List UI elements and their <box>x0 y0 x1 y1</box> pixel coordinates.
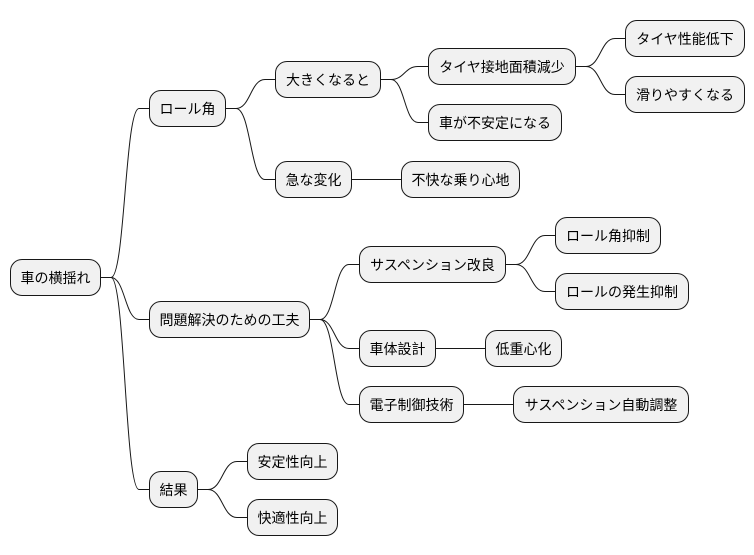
edge-n1-n1a <box>226 79 275 109</box>
node-sudden-change[interactable]: 急な変化 <box>275 161 352 198</box>
edge-root-n2 <box>101 277 149 320</box>
node-low-center-of-gravity[interactable]: 低重心化 <box>485 330 562 367</box>
edge-n2-n2b <box>310 319 359 349</box>
node-label: ロール角抑制 <box>566 228 650 245</box>
node-suspension-improvement[interactable]: サスペンション改良 <box>359 246 506 283</box>
node-uncomfortable-ride[interactable]: 不快な乗り心地 <box>401 161 520 198</box>
node-auto-suspension-adjust[interactable]: サスペンション自動調整 <box>513 386 689 423</box>
node-label: 滑りやすくなる <box>636 87 734 104</box>
node-tire-contact-decrease[interactable]: タイヤ接地面積減少 <box>428 48 576 85</box>
node-slippery[interactable]: 滑りやすくなる <box>625 76 745 113</box>
node-electronic-control[interactable]: 電子制御技術 <box>359 386 464 423</box>
edge-root-n3 <box>101 277 149 490</box>
edge-n1a-n1a2 <box>381 79 428 123</box>
node-label: ロール角 <box>159 101 216 118</box>
edge-n1a1-n1a1b <box>576 66 625 95</box>
node-label: 車が不安定になる <box>439 115 551 132</box>
node-label: タイヤ性能低下 <box>636 31 734 48</box>
edge-n2a-n2a2 <box>506 264 555 292</box>
node-comfort-improvement[interactable]: 快適性向上 <box>247 499 338 536</box>
node-roll-angle-suppression[interactable]: ロール角抑制 <box>555 217 661 254</box>
node-label: サスペンション改良 <box>370 257 495 274</box>
edge-n2-n2c <box>310 319 359 405</box>
node-label: タイヤ接地面積減少 <box>439 59 565 76</box>
root-node[interactable]: 車の横揺れ <box>10 259 101 296</box>
edge-n3-n3b <box>198 489 247 518</box>
node-roll-angle[interactable]: ロール角 <box>149 90 226 127</box>
node-car-unstable[interactable]: 車が不安定になる <box>428 104 562 141</box>
node-roll-occurrence-suppression[interactable]: ロールの発生抑制 <box>555 273 689 310</box>
node-label: 結果 <box>159 482 188 499</box>
node-stability-improvement[interactable]: 安定性向上 <box>247 443 338 480</box>
node-problem-solving[interactable]: 問題解決のための工夫 <box>149 301 310 338</box>
node-label: 電子制御技術 <box>369 397 454 414</box>
node-result[interactable]: 結果 <box>149 471 198 508</box>
edge-n1a1-n1a1a <box>576 38 625 67</box>
node-label: 問題解決のための工夫 <box>159 312 300 329</box>
node-label: 不快な乗り心地 <box>411 172 510 189</box>
edge-n2a-n2a1 <box>506 235 555 265</box>
node-label: 車体設計 <box>369 341 426 358</box>
node-label: ロールの発生抑制 <box>566 284 678 301</box>
node-label: 急な変化 <box>285 172 342 189</box>
node-label: 大きくなると <box>286 72 370 89</box>
node-when-large[interactable]: 大きくなると <box>275 61 381 98</box>
edge-root-n1 <box>101 108 149 278</box>
node-tire-performance-drop[interactable]: タイヤ性能低下 <box>625 20 745 57</box>
node-label: 安定性向上 <box>257 454 328 471</box>
edge-n3-n3a <box>198 461 247 490</box>
node-label: 快適性向上 <box>257 510 328 527</box>
node-body-design[interactable]: 車体設計 <box>359 330 436 367</box>
node-label: 低重心化 <box>495 341 552 358</box>
edge-n1a-n1a1 <box>381 66 428 80</box>
node-label: サスペンション自動調整 <box>524 397 678 414</box>
edge-n1-n1b <box>226 108 275 180</box>
edge-n2-n2a <box>310 264 359 320</box>
node-label: 車の横揺れ <box>20 270 91 287</box>
